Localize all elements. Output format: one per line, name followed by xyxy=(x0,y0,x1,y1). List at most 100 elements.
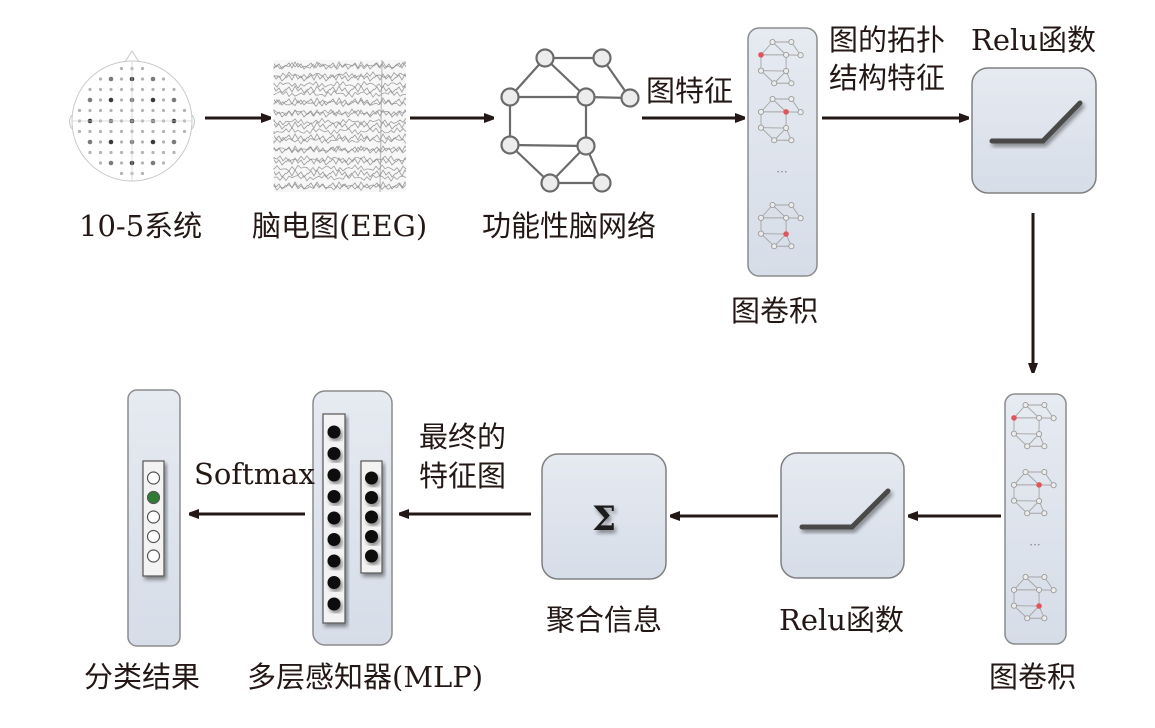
graph-node xyxy=(1022,573,1029,581)
graph-edge xyxy=(772,98,787,113)
graph-node xyxy=(788,38,795,46)
graph-node xyxy=(1024,443,1031,450)
graph-node xyxy=(783,67,790,75)
electrode xyxy=(98,129,103,134)
electrode xyxy=(140,129,145,134)
electrode xyxy=(119,77,124,81)
highlighted-graph-node xyxy=(783,231,789,237)
graph-edge xyxy=(509,143,587,148)
mlp-neuron xyxy=(365,491,378,504)
eeg-trace xyxy=(273,108,407,117)
graph-convolution-panel-2: ··· xyxy=(1004,393,1067,645)
eeg-trace xyxy=(273,136,407,145)
graph-node xyxy=(757,108,765,115)
graph-node xyxy=(788,201,795,209)
graph-node xyxy=(797,52,804,59)
eeg-trace xyxy=(273,117,407,126)
graph-node xyxy=(788,137,795,144)
label-relu-1: Relu函数 xyxy=(971,23,1096,57)
graph-node xyxy=(771,80,778,87)
graph-node xyxy=(757,230,765,237)
electrode xyxy=(150,97,156,103)
electrode xyxy=(109,129,113,134)
electrode xyxy=(140,87,145,92)
graph-node xyxy=(788,243,795,250)
label-eeg: 脑电图(EEG) xyxy=(252,209,428,243)
electrode xyxy=(140,98,145,102)
highlighted-graph-node xyxy=(758,52,764,58)
graph-node xyxy=(1041,468,1048,476)
classification-panel xyxy=(127,389,181,647)
electrode xyxy=(150,139,156,145)
mlp-neuron xyxy=(365,510,378,524)
graph-node xyxy=(771,137,778,144)
electrode xyxy=(98,150,103,155)
electrode xyxy=(119,129,124,134)
electrode xyxy=(119,108,124,113)
class-node xyxy=(146,510,161,524)
eeg-trace xyxy=(273,71,407,80)
graph-edge xyxy=(772,204,787,219)
mlp-neuron xyxy=(327,447,341,460)
graph-node xyxy=(1041,443,1048,450)
graph-node xyxy=(1024,615,1031,622)
electrode xyxy=(140,108,145,113)
sigma-icon: Σ xyxy=(592,499,616,539)
label-topology-line2: 结构特征 xyxy=(829,61,946,95)
graph-node xyxy=(592,173,612,193)
electrode xyxy=(161,77,166,81)
eeg-trace xyxy=(273,155,407,164)
class-node xyxy=(146,549,161,563)
electrode xyxy=(119,161,124,165)
mlp-neuron xyxy=(327,511,341,525)
eeg-trace xyxy=(273,98,407,108)
highlighted-graph-node xyxy=(1011,415,1017,421)
label-aggregate: 聚合信息 xyxy=(546,603,663,637)
electrode xyxy=(172,108,176,113)
electrode xyxy=(77,129,82,134)
graph-node xyxy=(1010,586,1018,593)
label-topology-line1: 图的拓扑 xyxy=(829,23,946,57)
electrode xyxy=(161,98,166,102)
electrode xyxy=(161,108,166,113)
electrode xyxy=(140,150,145,155)
electrode xyxy=(98,77,103,81)
label-relu-2: Relu函数 xyxy=(779,603,904,637)
electrode xyxy=(98,98,103,102)
class-node xyxy=(146,471,161,485)
electrode xyxy=(171,97,177,103)
label-gcn-2: 图卷积 xyxy=(989,660,1077,694)
class-node xyxy=(146,529,161,544)
electrode xyxy=(172,150,176,155)
electrode xyxy=(98,161,103,165)
graph-node xyxy=(535,48,555,68)
left-ear-icon xyxy=(69,114,73,130)
electrode xyxy=(161,161,166,165)
relu-box-2 xyxy=(780,452,905,579)
highlighted-graph-node xyxy=(783,109,789,115)
eeg-signal-image xyxy=(273,59,407,193)
label-final-feature-line2: 特征图 xyxy=(419,459,507,493)
eeg-trace xyxy=(273,182,407,192)
mlp-neuron xyxy=(365,549,378,563)
graph-node xyxy=(1010,602,1018,609)
graph-edge xyxy=(1025,471,1040,486)
electrode xyxy=(140,161,145,165)
graph-node xyxy=(1041,510,1048,517)
graph-node xyxy=(620,88,640,108)
eeg-trace xyxy=(273,61,407,71)
electrode xyxy=(140,171,145,176)
graph-node xyxy=(1036,414,1043,421)
electrode xyxy=(151,87,155,92)
electrode-head-map xyxy=(69,50,195,182)
graph-node xyxy=(1041,615,1048,622)
gcn-1-ellipsis: ··· xyxy=(776,165,787,179)
label-functional-brain-network: 功能性脑网络 xyxy=(482,209,657,243)
graph-node xyxy=(1024,510,1031,517)
electrode xyxy=(151,129,155,134)
highlighted-graph-node xyxy=(1036,482,1042,488)
graph-node xyxy=(769,38,776,46)
electrode xyxy=(140,66,145,71)
electrode xyxy=(140,140,145,144)
graph-node xyxy=(783,124,790,132)
